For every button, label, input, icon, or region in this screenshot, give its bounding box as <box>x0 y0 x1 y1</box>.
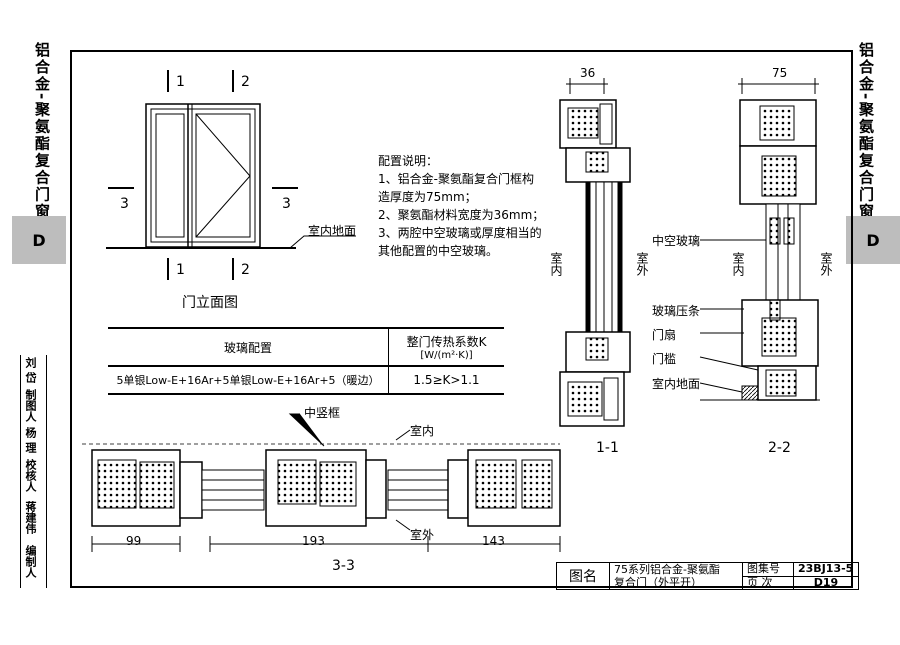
elevation-section-2-bottom: 2 <box>241 262 250 278</box>
signature-drafter-label: 制图人 <box>24 389 37 422</box>
title-block-atlas-label: 图集号 <box>742 562 794 577</box>
right-side-title: 铝合金-聚氨酯复合门窗 <box>857 42 875 221</box>
section-1-1 <box>559 78 631 427</box>
elevation-title: 门立面图 <box>182 295 238 311</box>
title-block-page-value: D19 <box>793 575 859 590</box>
section-2-2 <box>699 78 820 401</box>
right-side-tab: D <box>846 216 900 264</box>
notes-line-1: 1、铝合金-聚氨酯复合门框构 <box>378 172 534 186</box>
notes-line-2: 造厚度为75mm； <box>378 190 477 204</box>
label-insulating-glass: 中空玻璃 <box>652 234 701 248</box>
door-elevation <box>106 70 356 280</box>
title-block: 图名 75系列铝合金-聚氨酯 复合门（外平开） 图集号 23BJ13-5 页 次… <box>556 562 859 590</box>
drawing-frame <box>70 50 853 588</box>
elevation-section-3-right: 3 <box>282 196 291 212</box>
glass-config-table: 玻璃配置 整门传热系数K [W/(m²·K)] 5单银Low-E+16Ar+5单… <box>108 327 504 395</box>
glass-table-header-k: 整门传热系数K [W/(m²·K)] <box>388 327 504 367</box>
glass-table-header-k-label: 整门传热系数K <box>406 335 487 349</box>
title-block-name-line-1: 75系列铝合金-聚氨酯 <box>614 563 720 576</box>
notes-line-3: 2、聚氨酯材料宽度为36mm； <box>378 208 545 222</box>
section-3-3-dim-right: 143 <box>482 534 505 548</box>
label-glazing-bead: 玻璃压条 <box>652 304 701 318</box>
section-2-2-title: 2-2 <box>768 440 791 456</box>
title-block-name-label: 图名 <box>556 562 610 590</box>
elevation-section-1-bottom: 1 <box>176 262 185 278</box>
notes-line-5: 其他配置的中空玻璃。 <box>378 244 499 258</box>
signature-compiler-name: 蒋建伟 <box>24 501 37 534</box>
glass-table-row-k: 1.5≥K>1.1 <box>388 365 504 395</box>
elevation-section-1-top: 1 <box>176 74 185 90</box>
floor-label: 室内地面 <box>308 224 357 238</box>
section-3-3-title: 3-3 <box>332 558 355 574</box>
title-block-name-value: 75系列铝合金-聚氨酯 复合门（外平开） <box>609 562 743 590</box>
section-2-2-dim: 75 <box>772 66 788 80</box>
glass-table-header-k-unit: [W/(m²·K)] <box>420 350 473 361</box>
section-1-1-outdoor: 室外 <box>635 252 649 276</box>
label-indoor-floor: 室内地面 <box>652 377 701 391</box>
glass-table-header-row: 玻璃配置 整门传热系数K [W/(m²·K)] <box>108 327 504 367</box>
section-3-3-dim-middle: 193 <box>302 534 325 548</box>
elevation-section-3-left: 3 <box>120 196 129 212</box>
notes-line-4: 3、两腔中空玻璃或厚度相当的 <box>378 226 542 240</box>
glass-table-header-config: 玻璃配置 <box>108 327 389 367</box>
signature-checker-label: 校核人 <box>24 459 37 492</box>
section-1-1-dim: 36 <box>580 66 596 80</box>
section-3-3-outdoor: 室外 <box>410 528 435 542</box>
signature-compiler-label: 编制人 <box>24 545 37 578</box>
left-side-tab: D <box>12 216 66 264</box>
glass-table-row-config: 5单银Low-E+16Ar+5单银Low-E+16Ar+5（暖边） <box>108 365 389 395</box>
section-3-3-dim-left: 99 <box>126 534 142 548</box>
section-3-3 <box>82 413 561 552</box>
section-2-2-outdoor: 室外 <box>819 252 833 276</box>
section-3-3-indoor: 室内 <box>410 424 435 438</box>
glass-table-row: 5单银Low-E+16Ar+5单银Low-E+16Ar+5（暖边） 1.5≥K>… <box>108 365 504 395</box>
mullion-label: 中竖框 <box>304 406 341 420</box>
signature-strip: 编制人 蒋建伟 校核人 杨 理 制图人 刘 岱 <box>20 355 72 588</box>
title-block-atlas-value: 23BJ13-5 <box>793 562 859 577</box>
section-1-1-title: 1-1 <box>596 440 619 456</box>
left-side-title: 铝合金-聚氨酯复合门窗 <box>33 42 51 221</box>
signature-drafter-name: 刘 岱 <box>24 357 37 383</box>
section-2-2-indoor: 室内 <box>731 252 745 276</box>
notes-heading: 配置说明： <box>378 154 439 168</box>
elevation-section-2-top: 2 <box>241 74 250 90</box>
signature-checker-name: 杨 理 <box>24 427 37 453</box>
title-block-name-line-2: 复合门（外平开） <box>614 576 702 589</box>
title-block-page-label: 页 次 <box>742 575 794 590</box>
label-door-leaf: 门扇 <box>652 328 677 342</box>
label-threshold: 门槛 <box>652 352 677 366</box>
section-1-1-indoor: 室内 <box>549 252 563 276</box>
